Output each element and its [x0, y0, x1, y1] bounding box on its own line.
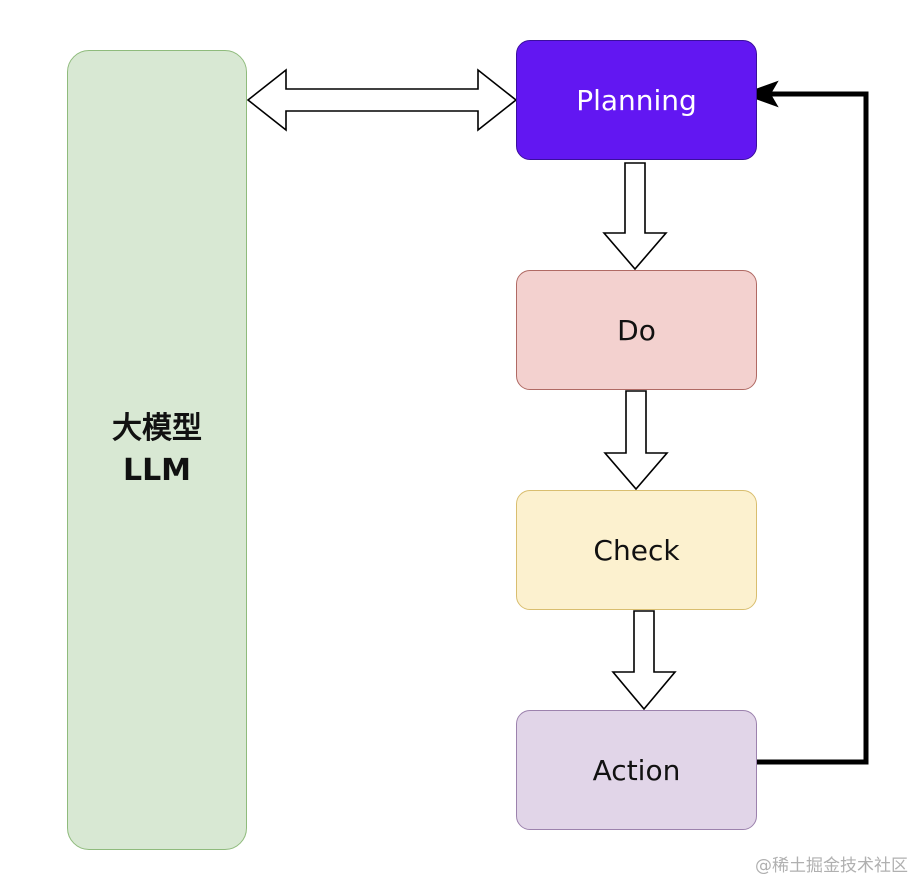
feedback-arrowhead: [741, 80, 779, 108]
llm-node[interactable]: 大模型 LLM: [67, 50, 247, 850]
llm-planning-double-arrow: [246, 68, 518, 132]
action-node[interactable]: Action: [516, 710, 757, 830]
planning-label: Planning: [576, 83, 697, 117]
llm-label-line1: 大模型: [112, 411, 202, 446]
do-node[interactable]: Do: [516, 270, 757, 390]
check-action-arrow: [611, 610, 677, 711]
planning-do-arrow: [602, 162, 668, 271]
llm-label-line2: LLM: [122, 453, 192, 488]
do-check-arrow: [603, 390, 669, 491]
action-planning-feedback-line: [757, 91, 869, 765]
watermark-text: @稀土掘金技术社区: [755, 856, 908, 876]
check-label: Check: [593, 533, 680, 567]
check-node[interactable]: Check: [516, 490, 757, 610]
planning-node[interactable]: Planning: [516, 40, 757, 160]
action-label: Action: [592, 753, 681, 787]
do-label: Do: [617, 313, 656, 347]
